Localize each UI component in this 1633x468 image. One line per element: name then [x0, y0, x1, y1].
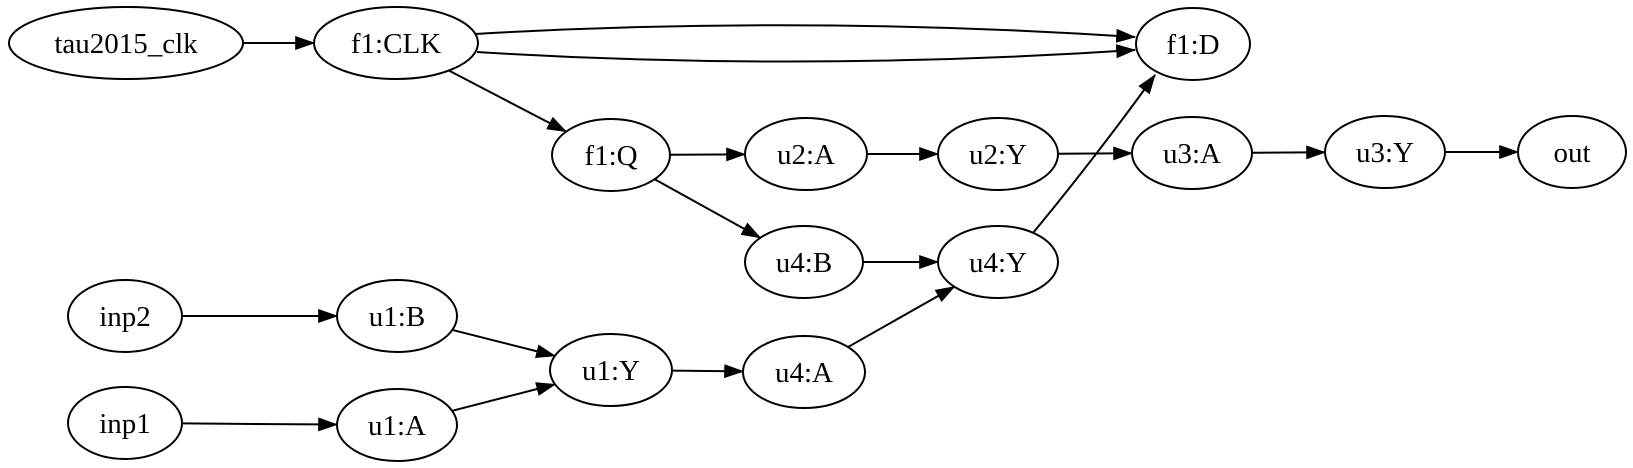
node-f1-q: f1:Q	[551, 118, 671, 192]
edge-f1-clk-to-f1-d	[476, 44, 1137, 63]
node-inp2: inp2	[67, 279, 183, 353]
node-ellipse-u1-b	[336, 279, 458, 353]
node-f1-d: f1:D	[1135, 7, 1251, 81]
node-ellipse-out	[1517, 115, 1627, 189]
node-ellipse-u1-y	[549, 333, 673, 407]
node-ellipse-tau2015-clk	[8, 6, 244, 80]
edge-f1-clk-to-f1-q	[448, 69, 568, 133]
node-u4-a: u4:A	[742, 335, 866, 409]
node-u1-y: u1:Y	[549, 333, 673, 407]
edge-u4-a-to-u4-y	[847, 285, 956, 348]
node-u3-y: u3:Y	[1324, 115, 1446, 189]
node-ellipse-inp2	[67, 279, 183, 353]
node-ellipse-inp1	[67, 386, 183, 460]
node-label-u4-b: u4:B	[776, 247, 832, 279]
edge-u1-y-to-u4-a	[671, 364, 745, 379]
node-ellipse-u4-a	[742, 335, 866, 409]
node-label-u4-y: u4:Y	[969, 247, 1027, 279]
node-ellipse-u3-a	[1131, 116, 1253, 190]
node-label-u1-a: u1:A	[368, 410, 426, 442]
node-label-inp1: inp1	[99, 408, 151, 440]
node-ellipse-f1-q	[551, 118, 671, 192]
node-ellipse-u2-a	[744, 117, 868, 191]
node-label-f1-d: f1:D	[1166, 29, 1219, 61]
node-label-out: out	[1553, 137, 1590, 169]
node-label-u3-a: u3:A	[1163, 138, 1221, 170]
edge-f1-q-to-u4-b	[654, 178, 762, 239]
node-label-inp2: inp2	[99, 301, 151, 333]
node-u1-a: u1:A	[336, 388, 458, 462]
node-u3-a: u3:A	[1131, 116, 1253, 190]
node-tau2015-clk: tau2015_clk	[8, 6, 244, 80]
node-u4-y: u4:Y	[937, 225, 1059, 299]
node-ellipse-u2-y	[937, 117, 1059, 191]
node-u2-a: u2:A	[744, 117, 868, 191]
edge-u4-y-to-f1-d	[1032, 74, 1156, 234]
edge-u1-a-to-u1-y	[451, 382, 557, 412]
node-u2-y: u2:Y	[937, 117, 1059, 191]
node-label-u1-b: u1:B	[369, 301, 425, 333]
node-u1-b: u1:B	[336, 279, 458, 353]
node-label-f1-clk: f1:CLK	[351, 28, 441, 60]
node-ellipse-u4-y	[937, 225, 1059, 299]
node-label-f1-q: f1:Q	[584, 140, 637, 172]
edge-f1-clk-to-f1-d	[474, 24, 1137, 43]
node-label-tau2015-clk: tau2015_clk	[54, 28, 198, 60]
node-inp1: inp1	[67, 386, 183, 460]
node-ellipse-u1-a	[336, 388, 458, 462]
node-f1-clk: f1:CLK	[313, 6, 479, 80]
node-label-u2-a: u2:A	[777, 139, 835, 171]
node-label-u2-y: u2:Y	[969, 139, 1027, 171]
node-label-u1-y: u1:Y	[582, 355, 640, 387]
edge-u1-b-to-u1-y	[452, 328, 557, 359]
node-ellipse-f1-d	[1135, 7, 1251, 81]
node-out: out	[1517, 115, 1627, 189]
node-u4-b: u4:B	[744, 225, 864, 299]
node-ellipse-u3-y	[1324, 115, 1446, 189]
node-label-u4-a: u4:A	[775, 357, 833, 389]
edge-inp1-to-u1-a	[181, 417, 339, 432]
node-ellipse-f1-clk	[313, 6, 479, 80]
node-ellipse-u4-b	[744, 225, 864, 299]
node-label-u3-y: u3:Y	[1356, 137, 1414, 169]
